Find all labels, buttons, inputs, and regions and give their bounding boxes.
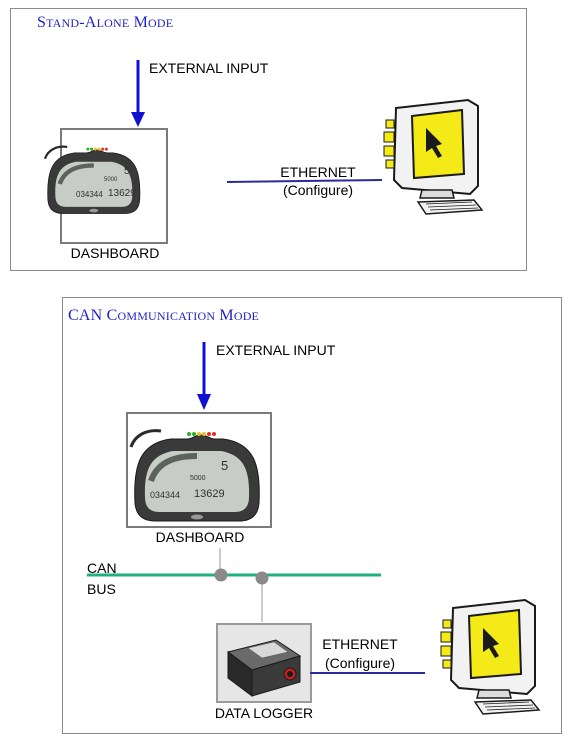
dashboard-can-node	[214, 568, 228, 582]
standalone-dashboard-readout: 5 5000 034344 13629	[76, 165, 136, 199]
svg-text:13629: 13629	[108, 188, 136, 199]
can-external-input-label: EXTERNAL INPUT	[216, 342, 336, 358]
can_mode-title-part: ODE	[233, 309, 260, 323]
data-logger-label: DATA LOGGER	[214, 705, 314, 721]
standalone-input-arrow-head	[131, 112, 145, 127]
standalone-title-part: S	[37, 14, 47, 31]
logger-can-node	[255, 571, 269, 585]
standalone-ethernet-line	[226, 179, 383, 183]
can-ethernet-label: ETHERNET	[322, 636, 398, 652]
can_mode-title-part: CAN C	[68, 307, 118, 324]
standalone-title-part: M	[129, 14, 149, 31]
can-bus-label-can: CAN	[87, 560, 117, 576]
standalone-title-part: LONE	[96, 16, 130, 30]
can-title: CAN COMMUNICATION MODE	[68, 307, 259, 325]
svg-text:5000: 5000	[104, 177, 118, 183]
svg-text:13629: 13629	[194, 488, 225, 500]
data-logger-icon	[227, 639, 301, 697]
standalone-title-part: ODE	[148, 16, 174, 30]
can-configure-label: (Configure)	[324, 655, 396, 671]
svg-text:5000: 5000	[190, 475, 206, 482]
standalone-external-input-label: EXTERNAL INPUT	[149, 60, 269, 76]
svg-text:5: 5	[124, 165, 130, 177]
svg-text:034344: 034344	[150, 490, 180, 500]
can-dashboard-label: DASHBOARD	[155, 529, 245, 545]
standalone-computer-icon	[383, 99, 483, 215]
svg-text:5: 5	[221, 458, 228, 473]
can-computer-icon	[440, 599, 540, 715]
can_mode-title-part: OMMUNICATION	[117, 309, 216, 323]
standalone-dashboard-icon	[45, 147, 140, 214]
can_mode-title-part: M	[215, 307, 234, 324]
can-dashboard-readout: 5 5000 034344 13629	[150, 458, 228, 500]
standalone-title-part: TAND	[46, 16, 80, 30]
standalone-configure-label: (Configure)	[282, 182, 354, 198]
standalone-ethernet-label: ETHERNET	[280, 164, 356, 180]
can-bus-label-bus: BUS	[87, 581, 116, 597]
standalone-dashboard-label: DASHBOARD	[70, 245, 160, 261]
can-input-arrow-head	[197, 394, 211, 410]
standalone-title: STAND-ALONE MODE	[37, 14, 173, 32]
standalone-title-part: -A	[79, 14, 97, 31]
svg-text:034344: 034344	[76, 190, 103, 199]
